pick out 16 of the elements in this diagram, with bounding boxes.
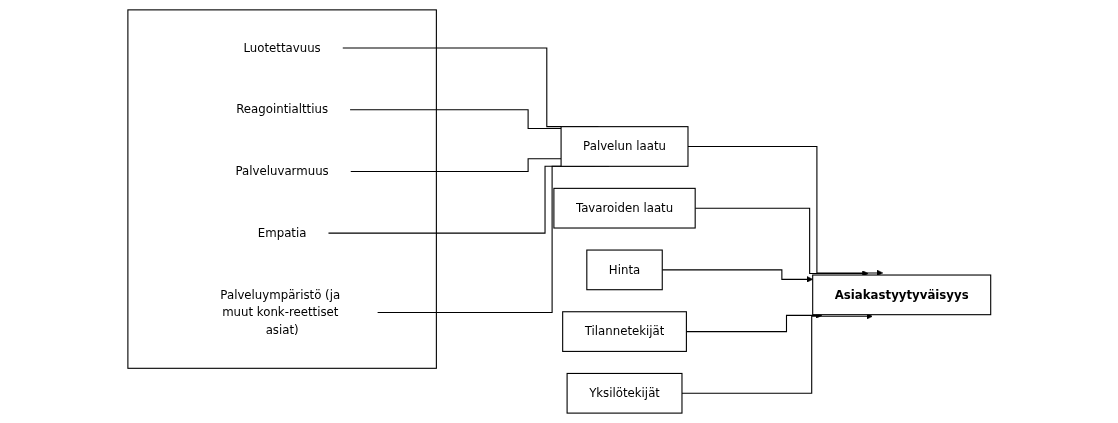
node-text: Empatia: [257, 225, 307, 240]
node-text: Luotettavuus: [243, 40, 321, 55]
node-box: Hinta: [585, 249, 663, 291]
node-text: Palveluympäristö (ja muut konk-reettiset asiat): [220, 287, 340, 337]
node-box: Palvelun laatu: [560, 126, 689, 167]
arrow: [681, 313, 873, 394]
arrow: [687, 145, 883, 277]
node-text: Reagointialttius: [235, 102, 328, 117]
node-box: Tilannetekijät: [561, 311, 687, 352]
arrow: [694, 207, 869, 277]
arrow: [661, 269, 813, 283]
node-box: Yksilötekijät: [566, 372, 683, 414]
node-text: Palveluvarmuus: [235, 164, 329, 179]
cluster: [127, 9, 437, 369]
node-box: Tavaroiden laatu: [553, 187, 696, 229]
node-box: Asiakastyytyväisyys: [811, 274, 991, 316]
